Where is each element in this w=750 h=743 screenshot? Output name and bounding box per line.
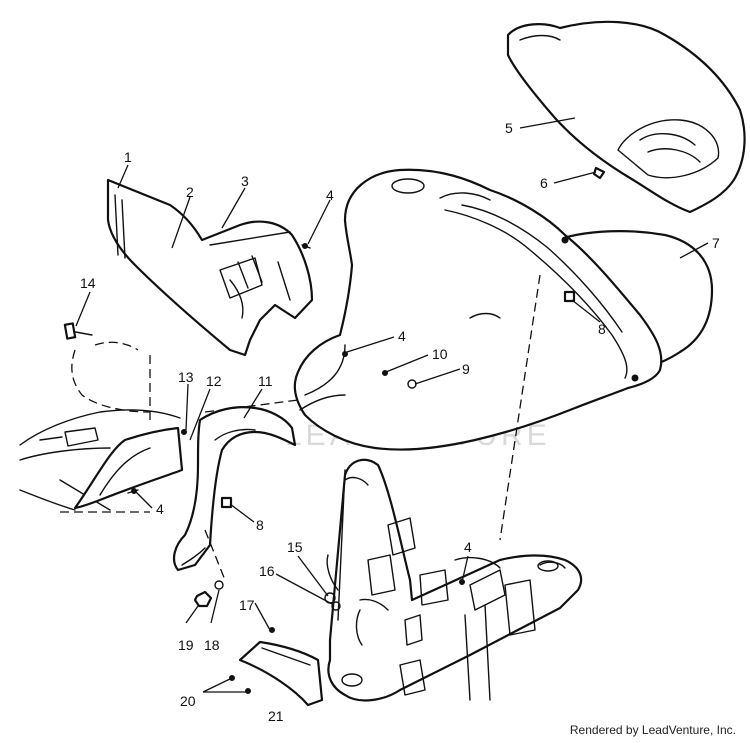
alignment-line bbox=[499, 274, 541, 541]
callout-8-b[interactable]: 8 bbox=[256, 517, 264, 533]
leader-lines bbox=[75, 117, 709, 693]
callouts: 1 2 3 4 5 6 7 8 14 4 10 9 13 12 11 4 8 1… bbox=[80, 120, 720, 724]
callout-5[interactable]: 5 bbox=[505, 120, 513, 136]
alignment-line-mudflap bbox=[204, 529, 226, 581]
callout-18[interactable]: 18 bbox=[204, 637, 220, 653]
callout-17[interactable]: 17 bbox=[239, 597, 255, 613]
part-splash-guard[interactable] bbox=[238, 640, 324, 707]
callout-11[interactable]: 11 bbox=[258, 373, 273, 389]
part-mud-flap[interactable] bbox=[172, 406, 297, 572]
callout-4-b[interactable]: 4 bbox=[398, 328, 406, 344]
hardware bbox=[63, 166, 606, 694]
footer-credit: Rendered by LeadVenture, Inc. bbox=[569, 723, 736, 737]
part-floorboard[interactable] bbox=[19, 341, 184, 513]
callout-21[interactable]: 21 bbox=[268, 708, 284, 724]
callout-9[interactable]: 9 bbox=[462, 361, 470, 377]
part-frame[interactable] bbox=[326, 458, 583, 702]
callout-15[interactable]: 15 bbox=[287, 539, 303, 555]
part-seat[interactable] bbox=[506, 20, 746, 214]
callout-13[interactable]: 13 bbox=[178, 369, 194, 385]
callout-6[interactable]: 6 bbox=[540, 175, 548, 191]
callout-19[interactable]: 19 bbox=[178, 637, 194, 653]
callout-12[interactable]: 12 bbox=[206, 373, 222, 389]
part-front-fender[interactable] bbox=[293, 168, 663, 451]
callout-2[interactable]: 2 bbox=[186, 184, 194, 200]
part-side-panel[interactable] bbox=[106, 178, 314, 357]
callout-16[interactable]: 16 bbox=[259, 563, 275, 579]
callout-8[interactable]: 8 bbox=[598, 321, 606, 337]
callout-4-c[interactable]: 4 bbox=[156, 501, 164, 517]
callout-3[interactable]: 3 bbox=[241, 173, 249, 189]
callout-1[interactable]: 1 bbox=[124, 149, 132, 165]
callout-4-d[interactable]: 4 bbox=[464, 539, 472, 555]
callout-10[interactable]: 10 bbox=[432, 346, 448, 362]
callout-20[interactable]: 20 bbox=[180, 693, 196, 709]
callout-4[interactable]: 4 bbox=[326, 187, 334, 203]
callout-14[interactable]: 14 bbox=[80, 275, 96, 291]
callout-7[interactable]: 7 bbox=[712, 235, 720, 251]
